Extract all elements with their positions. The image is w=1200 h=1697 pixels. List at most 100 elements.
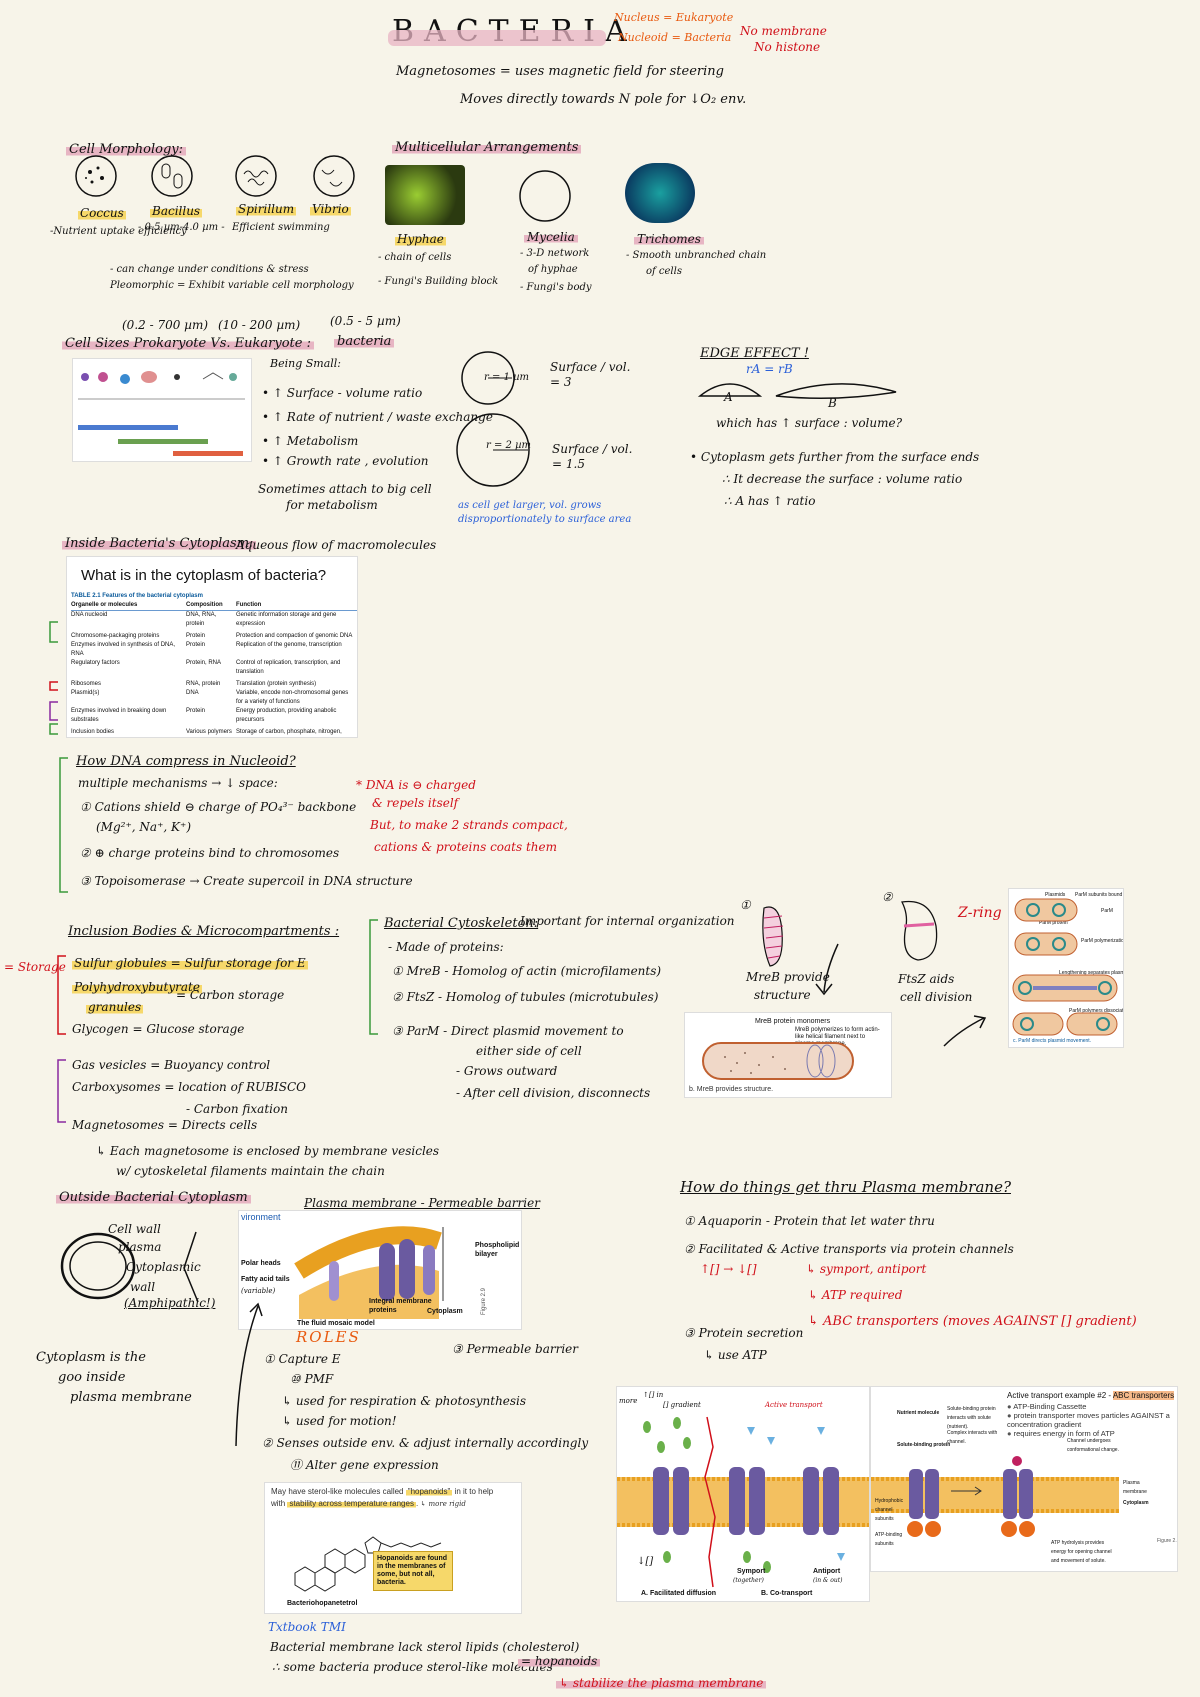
transport-2d: ↳ ABC transporters (moves AGAINST [] gra… xyxy=(808,1314,1137,1329)
morphology-heading: Cell Morphology: xyxy=(66,142,186,157)
textbook-line-1: Bacterial membrane lack sterol lipids (c… xyxy=(270,1640,580,1654)
abc-bullet-text: ATP-Binding Cassette xyxy=(1013,1402,1087,1411)
cytoskeleton-bracket xyxy=(369,919,378,1035)
transport-heading: How do things get thru Plasma membrane? xyxy=(680,1178,1011,1196)
inclusions-heading: Inclusion Bodies & Microcompartments : xyxy=(68,924,340,939)
transport-2: ② Facilitated & Active transports via pr… xyxy=(684,1242,1014,1256)
trichomes-note1: - Smooth unbranched chain xyxy=(626,250,767,261)
roles-heading: ROLES xyxy=(296,1328,361,1346)
abc-step-1: Solute-binding protein interacts with so… xyxy=(947,1406,996,1430)
inc-line-2c: = Carbon storage xyxy=(176,988,285,1002)
cyto-edge-2: ∴ It decrease the surface : volume ratio xyxy=(722,472,963,486)
small-bullet-3: • ↑ Metabolism xyxy=(262,434,359,448)
env-ring-2: plasma xyxy=(118,1240,162,1254)
mreb-monomers-label: MreB protein monomers xyxy=(755,1018,831,1025)
mycelia-drawing xyxy=(519,170,571,222)
hopanoid-figure: May have sterol-like molecules called "h… xyxy=(264,1482,522,1614)
nucleus-note: Nucleus = Eukaryote xyxy=(614,11,734,24)
abc-bullet-text: protein transporter moves particles AGAI… xyxy=(1007,1411,1170,1429)
cyto-def-1: Cytoplasm is the xyxy=(36,1350,146,1365)
circle-1: ① xyxy=(740,898,751,912)
parm-label-dissociate: ParM polymers dissociate. xyxy=(1069,1008,1124,1014)
cyto-def-2: goo inside xyxy=(58,1370,126,1385)
abc-bullet: ● ATP-Binding Cassette xyxy=(1007,1402,1175,1411)
ra-rb: rA = rB xyxy=(746,362,793,376)
table-cell: DNA, RNA, protein xyxy=(186,612,217,627)
env-ring-4: wall xyxy=(130,1280,156,1294)
hopanoid-text: May have sterol-like molecules called "h… xyxy=(271,1487,494,1508)
magnetosomes-note: Magnetosomes = uses magnetic field for s… xyxy=(396,64,724,79)
fig-less: ↓[] xyxy=(637,1556,654,1567)
bacillus-note: - 0.5 µm-4.0 µm - xyxy=(138,222,225,233)
ftsz-drawing xyxy=(901,900,938,961)
fig-gradient: [] gradient xyxy=(663,1401,701,1409)
table-cell: Various polymers xyxy=(186,729,232,735)
fig-more: more xyxy=(619,1397,638,1405)
sizes-heading: Cell Sizes Prokaryote Vs. Eukaryote : xyxy=(62,336,314,351)
inc-line-2a: Polyhydroxybutyrate xyxy=(72,980,202,994)
table-cell: DNA nucleoid xyxy=(71,612,108,618)
mreb-label-1: MreB provide xyxy=(746,970,830,984)
abc-nutrient: Nutrient molecule xyxy=(897,1410,940,1416)
parm-arrow xyxy=(943,1015,987,1047)
cyto-edge-3: ∴ A has ↑ ratio xyxy=(724,494,816,508)
fig-symport: Symport xyxy=(737,1568,766,1575)
fig-integral: Integral membrane proteins xyxy=(369,1298,432,1314)
sometimes-2: for metabolism xyxy=(286,498,378,512)
table-cell: Protein xyxy=(186,708,206,714)
title-highlight xyxy=(388,30,606,46)
table-cell: Replication of the genome, transcription xyxy=(236,642,342,648)
inc-line-7: ↳ Each magnetosome is enclosed by membra… xyxy=(96,1144,440,1158)
dna-line-3: (Mg²⁺, Na⁺, K⁺) xyxy=(96,820,192,834)
table-cell: Translation (protein synthesis) xyxy=(236,681,317,687)
abc-cytoplasm: Cytoplasm xyxy=(1123,1500,1149,1506)
abc-membrane: Plasma membrane xyxy=(1123,1480,1147,1495)
r1-label: r = 1 µm xyxy=(484,372,530,383)
label-a: A xyxy=(724,390,733,404)
fig-antiport-note: (in & out) xyxy=(813,1577,843,1584)
bacteria-label: bacteria xyxy=(334,334,395,349)
textbook-line-2: ∴ some bacteria produce sterol-like mole… xyxy=(272,1660,553,1674)
circle-2: ② xyxy=(882,890,893,904)
abc-title: Active transport example #2 - ABC transp… xyxy=(1007,1391,1175,1400)
outside-heading: Outside Bacterial Cytoplasm xyxy=(56,1190,251,1205)
bullet-icon: ● xyxy=(1007,1411,1014,1420)
storage-label: = Storage xyxy=(4,960,66,974)
textbook-label: Txtbook TMI xyxy=(268,1620,346,1634)
moves-note: Moves directly towards N pole for ↓O₂ en… xyxy=(460,92,747,107)
table-cell: Enzymes involved in breaking down substr… xyxy=(71,708,167,723)
inclusion-brackets xyxy=(57,955,66,1123)
shape-spirillum: Spirillum xyxy=(236,202,297,216)
fig-model: The fluid mosaic model xyxy=(297,1320,375,1327)
roles-arrow xyxy=(235,1302,263,1447)
euk-range: (10 - 200 µm) xyxy=(218,318,301,332)
role-1c: ↳ used for motion! xyxy=(282,1414,397,1428)
parm-caption: c. ParM directs plasmid movement. xyxy=(1013,1038,1092,1044)
abc-bullet: ● requires energy in form of ATP xyxy=(1007,1429,1175,1438)
fig-polar: Polar heads xyxy=(241,1260,281,1267)
role-1: ① Capture E xyxy=(264,1352,341,1366)
cytoskeleton-subhead: Important for internal organization xyxy=(520,914,735,928)
protein-parm: ③ ParM - Direct plasmid movement to xyxy=(392,1024,624,1038)
abc-bullet-text: requires energy in form of ATP xyxy=(1013,1429,1115,1438)
prok-range: (0.2 - 700 µm) xyxy=(122,318,209,332)
abc-step-4: ATP hydrolysis provides energy for openi… xyxy=(1051,1540,1112,1564)
parm-label-protein: ParM protein xyxy=(1039,920,1068,926)
inc-line-5b: - Carbon fixation xyxy=(186,1102,288,1116)
trichomes-image xyxy=(625,163,695,223)
ftsz-label-1: FtsZ aids xyxy=(898,972,955,986)
table-row: Enzymes involved in synthesis of DNA, RN… xyxy=(71,641,357,659)
shape-bacillus: Bacillus xyxy=(150,204,203,218)
sv2-label: Surface / vol. = 1.5 xyxy=(552,442,633,471)
abc-hydrophobic: Hydrophobic channel subunits xyxy=(875,1498,904,1522)
dna-red-1: * DNA is ⊖ charged xyxy=(356,778,476,792)
role-1a: ⑩ PMF xyxy=(290,1372,334,1386)
table-brackets xyxy=(49,621,58,735)
protein-ftsz: ② FtsZ - Homolog of tubules (microtubule… xyxy=(392,990,659,1004)
envelope-drawing xyxy=(60,1231,199,1303)
transport-2b: ↳ symport, antiport xyxy=(806,1262,927,1276)
fig-variable: (variable) xyxy=(241,1287,276,1295)
inc-line-5: Carboxysomes = location of RUBISCO xyxy=(72,1080,307,1094)
